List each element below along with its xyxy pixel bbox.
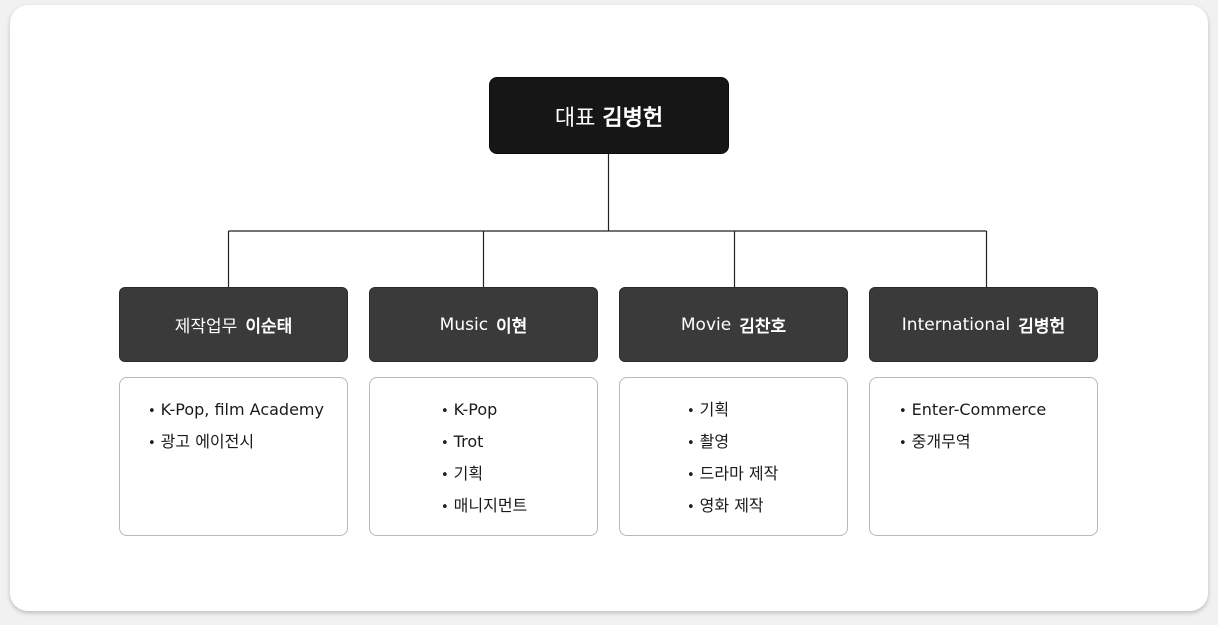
dept-node-production: 제작업무 이순태 bbox=[119, 287, 348, 362]
dept-node-international: International 김병헌 bbox=[869, 287, 1098, 362]
list-item: 매니지먼트 bbox=[441, 491, 528, 523]
dept-role: International bbox=[901, 314, 1011, 335]
ceo-role: 대표 bbox=[554, 105, 596, 131]
dept-node-movie: Movie 김찬호 bbox=[619, 287, 848, 362]
detail-list: 기획 촬영 드라마 제작 영화 제작 bbox=[687, 395, 779, 523]
ceo-name: 김병헌 bbox=[602, 105, 664, 131]
list-item: Enter-Commerce bbox=[899, 395, 1047, 427]
list-item: K-Pop bbox=[441, 395, 527, 427]
list-item: 광고 에이전시 bbox=[148, 427, 324, 459]
dept-node-music: Music 이현 bbox=[369, 287, 598, 362]
list-item: 기획 bbox=[687, 395, 778, 427]
list-item: 기획 bbox=[441, 459, 527, 491]
detail-box-music: K-Pop Trot 기획 매니지먼트 bbox=[369, 377, 598, 536]
dept-head-name: 이순태 bbox=[245, 317, 293, 337]
list-item: 영화 제작 bbox=[687, 491, 778, 523]
dept-role: 제작업무 bbox=[174, 317, 238, 337]
detail-box-international: Enter-Commerce 중개무역 bbox=[869, 377, 1098, 536]
ceo-node: 대표 김병헌 bbox=[489, 77, 729, 154]
list-item: Trot bbox=[441, 427, 527, 459]
detail-list: Enter-Commerce 중개무역 bbox=[899, 395, 1047, 459]
detail-box-movie: 기획 촬영 드라마 제작 영화 제작 bbox=[619, 377, 848, 536]
list-item: 중개무역 bbox=[899, 427, 1046, 459]
list-item: K-Pop, film Academy bbox=[148, 395, 324, 427]
list-item: 촬영 bbox=[687, 427, 778, 459]
list-item: 드라마 제작 bbox=[687, 459, 779, 491]
detail-list: K-Pop, film Academy 광고 에이전시 bbox=[148, 395, 324, 459]
dept-role: Music bbox=[439, 314, 489, 335]
dept-head-name: 김찬호 bbox=[739, 317, 787, 337]
dept-role: Movie bbox=[680, 314, 732, 335]
dept-head-name: 이현 bbox=[496, 317, 528, 337]
detail-box-production: K-Pop, film Academy 광고 에이전시 bbox=[119, 377, 348, 536]
dept-head-name: 김병헌 bbox=[1018, 317, 1066, 337]
detail-list: K-Pop Trot 기획 매니지먼트 bbox=[441, 395, 528, 523]
